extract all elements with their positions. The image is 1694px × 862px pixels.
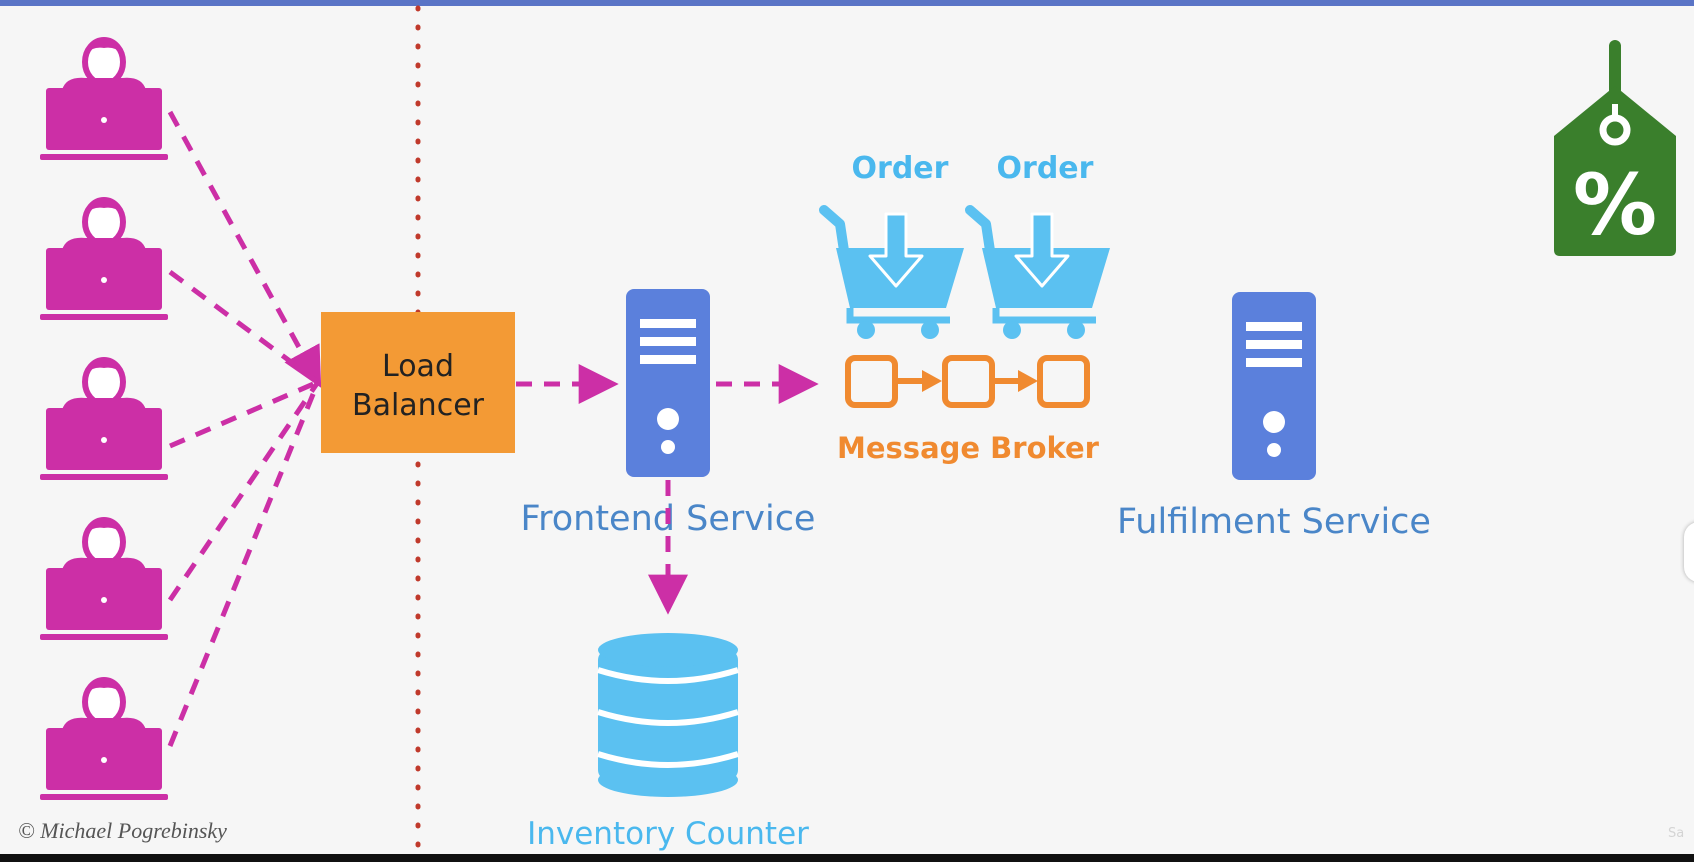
load-balancer: Load Balancer — [321, 312, 515, 453]
connection-line — [167, 380, 321, 602]
frontend-service: Frontend Service — [521, 289, 815, 539]
message-broker: Message Broker — [837, 355, 1100, 465]
server-icon — [626, 289, 710, 477]
message-broker-label: Message Broker — [837, 431, 1100, 465]
order-label: Order — [852, 151, 949, 186]
user-laptop-icon — [40, 520, 168, 640]
shopping-cart-icon — [970, 210, 1110, 339]
user-laptop-icon — [40, 40, 168, 160]
queue-arrowhead — [922, 370, 942, 392]
load-balancer-label-line1: Load — [382, 349, 454, 384]
user-laptop-icon — [40, 200, 168, 320]
queue-slot — [845, 355, 898, 408]
queue-slot — [1037, 355, 1090, 408]
connection-line — [167, 381, 321, 747]
load-balancer-box — [321, 312, 515, 453]
scroll-handle[interactable] — [1684, 522, 1694, 582]
percent-symbol: % — [1573, 156, 1657, 254]
copyright-text: © Michael Pogrebinsky — [18, 818, 227, 843]
user-laptop-icon — [40, 680, 168, 800]
connection-line — [168, 269, 320, 385]
user-laptop-icon — [40, 360, 168, 480]
user-group — [40, 40, 168, 800]
bottom-bar — [0, 854, 1694, 862]
discount-tag-icon: % — [1554, 40, 1676, 256]
database-icon — [597, 633, 739, 797]
orders: Order Order — [824, 151, 1110, 339]
connection-line — [167, 110, 322, 388]
queue-arrowhead — [1018, 370, 1038, 392]
fulfilment-service-label: Fulfilment Service — [1117, 502, 1431, 542]
inventory-counter-label: Inventory Counter — [527, 816, 809, 852]
fulfilment-service: Fulfilment Service — [1117, 292, 1431, 542]
user-connections — [167, 110, 322, 747]
order-label: Order — [997, 151, 1094, 186]
watermark-text: Sa — [1668, 826, 1685, 841]
server-icon — [1232, 292, 1316, 480]
shopping-cart-icon — [824, 210, 964, 339]
queue-slot — [942, 355, 995, 408]
load-balancer-label-line2: Balancer — [352, 388, 485, 423]
top-accent-bar — [0, 0, 1694, 6]
inventory-counter: Inventory Counter — [527, 633, 809, 852]
